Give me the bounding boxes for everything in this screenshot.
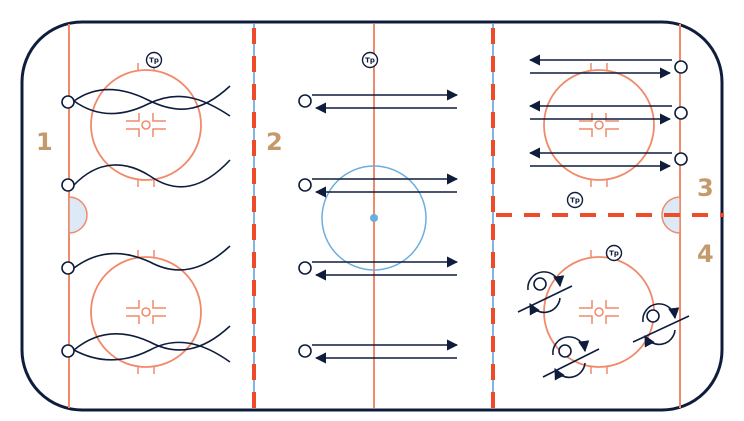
- zone-2-players: [298, 94, 312, 358]
- player-marker: [298, 178, 312, 192]
- wave-path: [73, 341, 231, 363]
- faceoff-circle-top-right: [543, 63, 655, 187]
- player-marker: [298, 261, 312, 275]
- player-marker: [674, 152, 688, 166]
- coach-marker: Tp: [145, 51, 163, 69]
- wave-path: [73, 325, 231, 351]
- zone-2-drill: [312, 89, 459, 364]
- zone-1-players: [61, 95, 75, 358]
- zone-1-drill: [73, 85, 231, 363]
- player-marker: [61, 261, 75, 275]
- zone-label-1: 1: [36, 128, 53, 156]
- coach-label: Tp: [149, 57, 159, 65]
- wave-path: [73, 85, 231, 110]
- center-dot: [370, 214, 378, 222]
- coach-label: Tp: [609, 250, 619, 258]
- coach-marker: Tp: [566, 191, 584, 209]
- player-marker: [298, 344, 312, 358]
- player-marker: [298, 94, 312, 108]
- zone-label-2: 2: [266, 128, 283, 156]
- coach-marker: Tp: [361, 51, 379, 69]
- player-marker: [61, 344, 75, 358]
- coach-label: Tp: [365, 57, 375, 65]
- pivot-group: [542, 336, 600, 381]
- faceoff-circle-top-left: [90, 63, 202, 187]
- wave-path: [73, 245, 231, 271]
- zone-label-4: 4: [697, 240, 714, 268]
- faceoff-circle-bottom-left: [90, 250, 202, 374]
- player-marker: [61, 95, 75, 109]
- player-marker: [674, 60, 688, 74]
- coach-marker: Tp: [605, 244, 623, 262]
- zone-3-players: [674, 60, 688, 166]
- zone-label-3: 3: [697, 174, 714, 202]
- zone-4-drill: [517, 271, 690, 381]
- zone-3-drill: [528, 54, 672, 172]
- coach-label: Tp: [570, 197, 580, 205]
- pivot-group: [517, 271, 573, 316]
- player-marker: [61, 178, 75, 192]
- player-marker: [674, 106, 688, 120]
- center-circle: [321, 165, 427, 271]
- pivot-group: [632, 303, 690, 348]
- goal-crease-left: [68, 196, 88, 234]
- wave-path: [73, 95, 231, 117]
- wave-path: [73, 159, 231, 188]
